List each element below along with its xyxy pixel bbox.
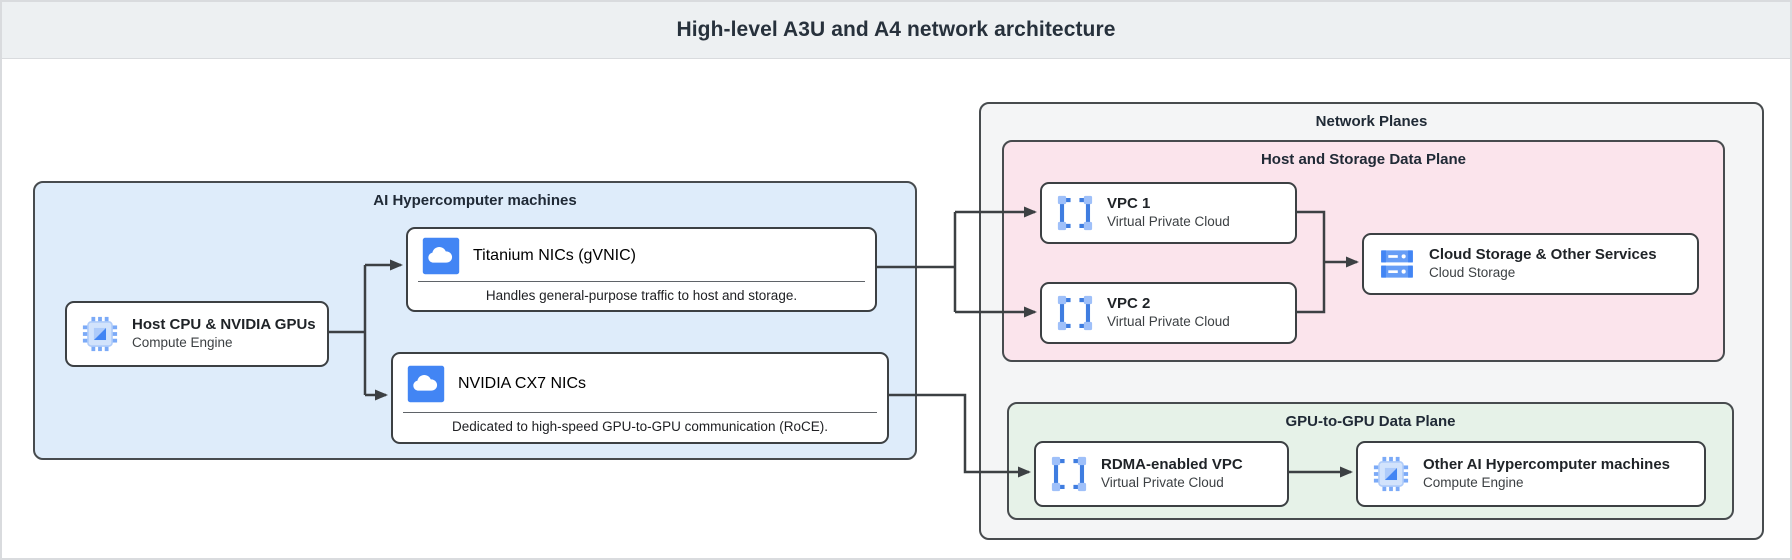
- vpc1-node: VPC 1 Virtual Private Cloud: [1040, 182, 1297, 244]
- compute-engine-icon: [1372, 455, 1410, 493]
- other-ai-machines-node: Other AI Hypercomputer machines Compute …: [1356, 441, 1706, 507]
- cloud-storage-title: Cloud Storage & Other Services: [1429, 245, 1657, 263]
- nvidia-cx7-title: NVIDIA CX7 NICs: [458, 375, 587, 392]
- cloud-storage-subtitle: Cloud Storage: [1429, 265, 1516, 281]
- vpc-icon: [1056, 194, 1094, 232]
- other-ai-machines-subtitle: Compute Engine: [1423, 475, 1524, 491]
- vpc-icon: [1050, 455, 1088, 493]
- gpu-plane-label: GPU-to-GPU Data Plane: [1285, 413, 1456, 430]
- rdma-vpc-subtitle: Virtual Private Cloud: [1101, 475, 1224, 491]
- vpc2-subtitle: Virtual Private Cloud: [1107, 314, 1230, 330]
- cloud-icon: [422, 237, 460, 275]
- page-title: High-level A3U and A4 network architectu…: [676, 18, 1116, 41]
- network-planes-label: Network Planes: [1315, 113, 1428, 130]
- vpc1-title: VPC 1: [1107, 194, 1151, 212]
- titanium-nics-title: Titanium NICs (gVNIC): [473, 247, 636, 264]
- host-storage-plane-label: Host and Storage Data Plane: [1260, 151, 1467, 168]
- cloud-icon: [407, 365, 445, 403]
- divider: [418, 281, 865, 282]
- compute-engine-icon: [81, 315, 119, 353]
- titanium-nics-caption: Handles general-purpose traffic to host …: [485, 288, 798, 303]
- host-cpu-subtitle: Compute Engine: [132, 335, 233, 351]
- host-cpu-node: Host CPU & NVIDIA GPUs Compute Engine: [65, 301, 329, 367]
- vpc2-node: VPC 2 Virtual Private Cloud: [1040, 282, 1297, 344]
- cloud-storage-node: Cloud Storage & Other Services Cloud Sto…: [1362, 233, 1699, 295]
- host-cpu-title: Host CPU & NVIDIA GPUs: [132, 315, 316, 333]
- title-bar: High-level A3U and A4 network architectu…: [2, 2, 1790, 59]
- cloud-storage-icon: [1378, 245, 1416, 283]
- rdma-vpc-title: RDMA-enabled VPC: [1101, 455, 1243, 473]
- vpc2-title: VPC 2: [1107, 294, 1151, 312]
- gpu-plane-container: GPU-to-GPU Data Plane RDM: [1007, 402, 1734, 520]
- vpc1-subtitle: Virtual Private Cloud: [1107, 214, 1230, 230]
- titanium-nics-node: Titanium NICs (gVNIC) Handles general-pu…: [406, 227, 877, 312]
- ai-hypercomputer-container: AI Hypercomputer machines Host CPU: [33, 181, 917, 460]
- host-storage-plane-container: Host and Storage Data Plane: [1002, 140, 1725, 362]
- rdma-vpc-node: RDMA-enabled VPC Virtual Private Cloud: [1034, 441, 1289, 507]
- other-ai-machines-title: Other AI Hypercomputer machines: [1423, 455, 1671, 473]
- divider: [403, 412, 877, 413]
- nvidia-cx7-caption: Dedicated to high-speed GPU-to-GPU commu…: [452, 419, 828, 434]
- ai-hypercomputer-label: AI Hypercomputer machines: [373, 192, 577, 209]
- nvidia-cx7-nics-node: NVIDIA CX7 NICs Dedicated to high-speed …: [391, 352, 889, 444]
- vpc-icon: [1056, 294, 1094, 332]
